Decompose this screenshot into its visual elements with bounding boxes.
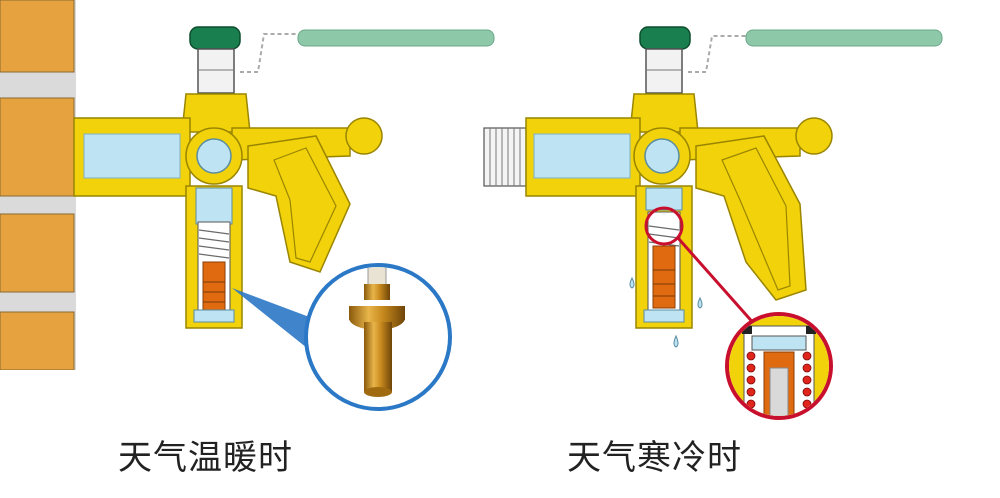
water-drop-icon: [673, 334, 679, 348]
water-drop-icon: [629, 276, 635, 289]
spring-detail-zoom-icon: [725, 312, 833, 420]
water-drop-icon: [697, 296, 703, 309]
frost-free-faucet-open-icon: [73, 26, 495, 352]
caption-cold-weather: 天气寒冷时: [567, 438, 742, 478]
brass-thermostat-element-icon: [304, 263, 452, 411]
frost-free-faucet-draining-icon: [483, 26, 943, 348]
brick-wall: [0, 0, 76, 498]
caption-warm-weather: 天气温暖时: [118, 438, 293, 478]
